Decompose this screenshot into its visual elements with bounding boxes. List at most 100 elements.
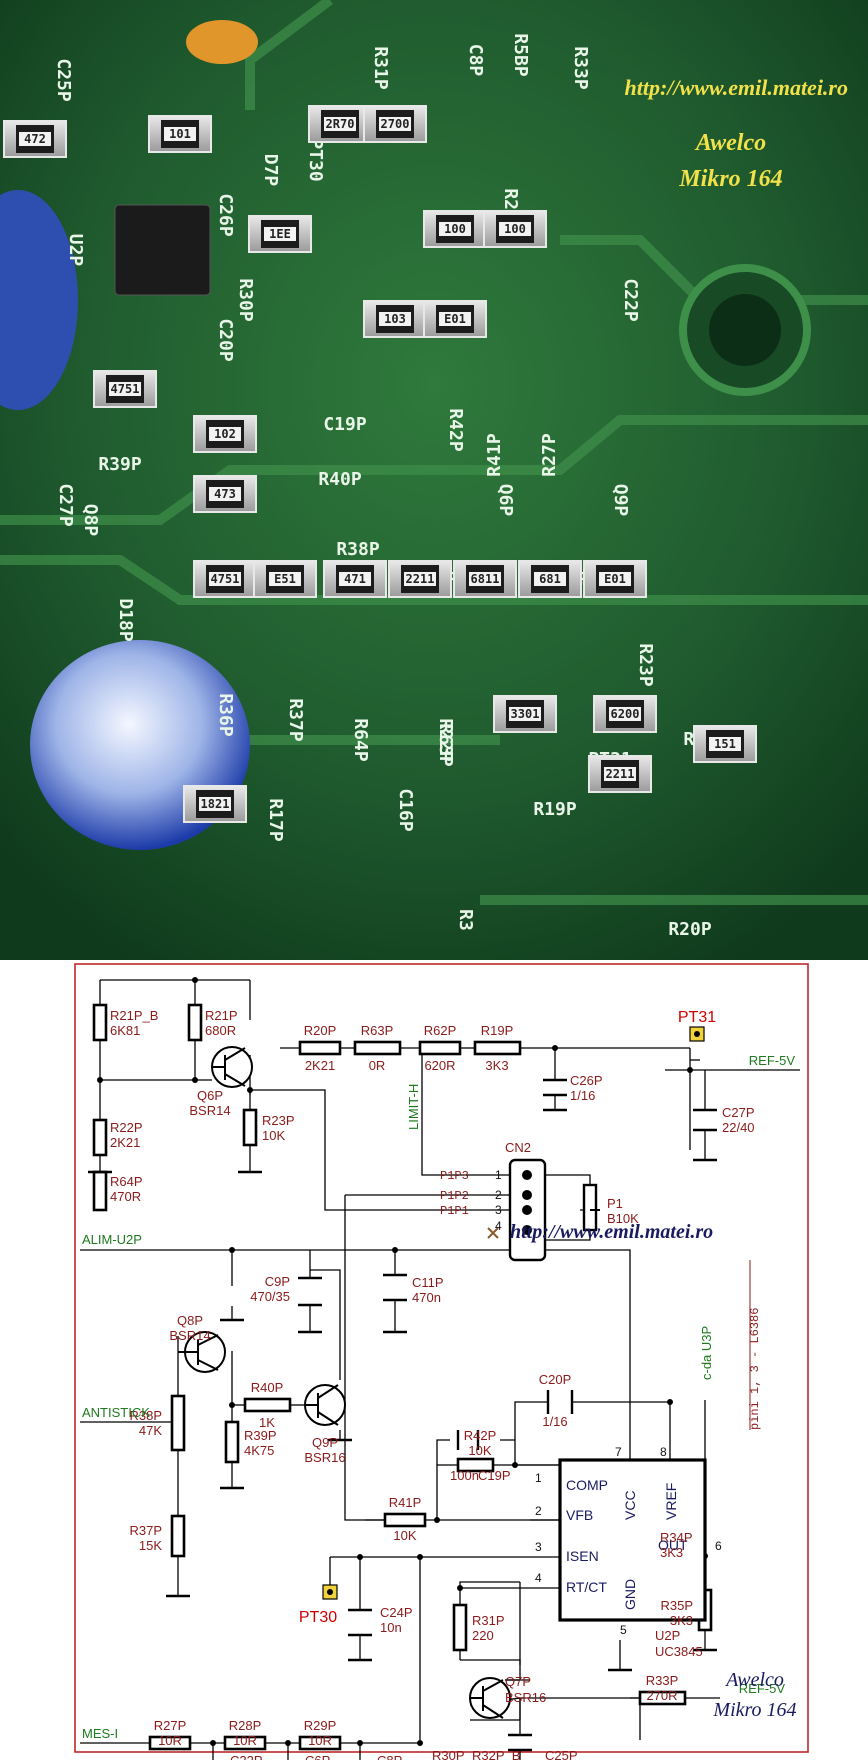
label-c19p-value: 100n	[450, 1468, 479, 1483]
resistor-r41p	[383, 1512, 427, 1528]
label-r42p-ref: R42P	[464, 1428, 497, 1443]
resistor-r28p	[223, 1735, 267, 1751]
cn2-pin-2: 2	[495, 1188, 502, 1202]
label-r28p-ref: R28P	[229, 1718, 262, 1733]
label-r34p-ref: R34P	[660, 1530, 693, 1545]
schematic-brand-line1: Awelco	[724, 1669, 784, 1691]
silk-label: R40P	[318, 469, 362, 490]
transistor-q8p	[178, 1331, 226, 1373]
label-c11p-ref: C11P	[412, 1275, 444, 1290]
chip-code: E01	[444, 312, 466, 326]
pin-num-3: 3	[535, 1540, 542, 1554]
label-q8p-value: BSR14	[169, 1328, 210, 1343]
label-r32pb-ref: R32P_B	[472, 1748, 520, 1760]
chip-code: 6200	[611, 707, 640, 721]
smd-chip: E51	[253, 560, 317, 598]
label-q8p-ref: Q8P	[177, 1313, 203, 1328]
label-r23p-ref: R23P	[262, 1113, 295, 1128]
silk-label: Q6P	[495, 484, 516, 517]
label-r62p-value: 620R	[424, 1058, 455, 1073]
label-q9p-value: BSR16	[304, 1450, 345, 1465]
smd-chip: 6811	[453, 560, 517, 598]
silk-label: C22P	[620, 278, 641, 322]
label-q7p-ref: Q7P	[505, 1674, 531, 1689]
cn2-label-p1p2: P1P2	[440, 1189, 469, 1203]
label-r27p-ref: R27P	[154, 1718, 187, 1733]
label-r20p-ref: R20P	[304, 1023, 337, 1038]
silk-label: R31P	[370, 46, 391, 90]
potentiometer-p1	[582, 1183, 600, 1232]
chip-code: 471	[344, 572, 366, 586]
silk-label: PT30	[305, 138, 326, 181]
label-q6p-value: BSR14	[189, 1103, 230, 1118]
chip-code: 1821	[201, 797, 230, 811]
resistor-r37p	[170, 1514, 186, 1558]
silk-label: R3	[455, 909, 476, 931]
label-r21p-ref: R21P	[205, 1008, 238, 1023]
net-ref5v-top: REF-5V	[749, 1053, 796, 1068]
ic-pin-vref: VREF	[663, 1483, 679, 1520]
transistor-q7p	[469, 1677, 511, 1719]
resistor-r42p	[456, 1457, 495, 1473]
label-c24p-value: 10n	[380, 1620, 402, 1635]
pin-num-7: 7	[615, 1445, 622, 1459]
chip-code: 100	[444, 222, 466, 236]
chip-code: 681	[539, 572, 561, 586]
label-r28p-value: 10R	[233, 1733, 257, 1748]
chip-code: 2211	[606, 767, 635, 781]
label-r63p-value: 0R	[369, 1058, 386, 1073]
label-r38p-ref: R38P	[129, 1408, 162, 1423]
soic-ic-u2p	[114, 204, 211, 296]
ceramic-capacitor-top	[186, 20, 258, 64]
label-c9p-value: 470/35	[250, 1289, 290, 1304]
smd-chip: 2R70	[308, 105, 372, 143]
capacitor-c25p	[508, 1733, 532, 1752]
silk-label: C16P	[395, 788, 416, 832]
smd-chip: 1EE	[248, 215, 312, 253]
silk-label: R33P	[570, 46, 591, 90]
silk-label: R20P	[668, 919, 712, 940]
resistor-r33p	[638, 1690, 687, 1706]
smd-chip: 2211	[588, 755, 652, 793]
label-c27p-value: 22/40	[722, 1120, 755, 1135]
label-r63p-ref: R63P	[361, 1023, 394, 1038]
ic-pin-comp: COMP	[566, 1477, 608, 1493]
label-q7p-value: BSR16	[505, 1690, 546, 1705]
resistor-r27p	[148, 1735, 192, 1751]
resistor-bodies	[92, 1003, 713, 1751]
silk-label: Q8P	[80, 504, 101, 537]
chip-code: 6811	[471, 572, 500, 586]
label-r33p-value: 270R	[646, 1688, 677, 1703]
label-r31p-ref: R31P	[472, 1613, 505, 1628]
ic-pin-gnd: GND	[622, 1579, 638, 1610]
cn2-pin-4: 4	[495, 1219, 502, 1233]
connector-cn2	[487, 1158, 580, 1262]
resistor-r64p	[92, 1170, 108, 1212]
label-r38p-value: 47K	[139, 1423, 162, 1438]
capacitor-c20p	[546, 1390, 574, 1414]
ic-u2p	[558, 1458, 707, 1622]
silk-label: C20P	[215, 318, 236, 362]
label-r21pb-ref: R21P_B	[110, 1008, 158, 1023]
photo-brand-line2: Mikro 164	[678, 166, 782, 192]
label-p1-ref: P1	[607, 1196, 623, 1211]
resistor-r31p	[452, 1603, 468, 1652]
label-r29p-value: 10R	[308, 1733, 332, 1748]
silk-label: R23P	[635, 643, 656, 687]
label-r42p-value: 10K	[468, 1443, 491, 1458]
resistor-r29p	[298, 1735, 342, 1751]
label-r35p-ref: R35P	[660, 1598, 693, 1613]
schematic-brand-line2: Mikro 164	[712, 1699, 796, 1721]
silk-label: R39P	[98, 454, 142, 475]
transistor-q9p	[304, 1384, 346, 1426]
silk-label: R27P	[539, 433, 560, 477]
pcb-traces	[0, 0, 868, 905]
smd-chip: 681	[518, 560, 582, 598]
label-r21pb-value: 6K81	[110, 1023, 140, 1038]
silk-label: C19P	[323, 414, 367, 435]
silk-label: R38P	[336, 539, 380, 560]
label-pt31: PT31	[678, 1009, 716, 1026]
silk-label: R19P	[533, 799, 577, 820]
label-r64p-ref: R64P	[110, 1174, 143, 1189]
